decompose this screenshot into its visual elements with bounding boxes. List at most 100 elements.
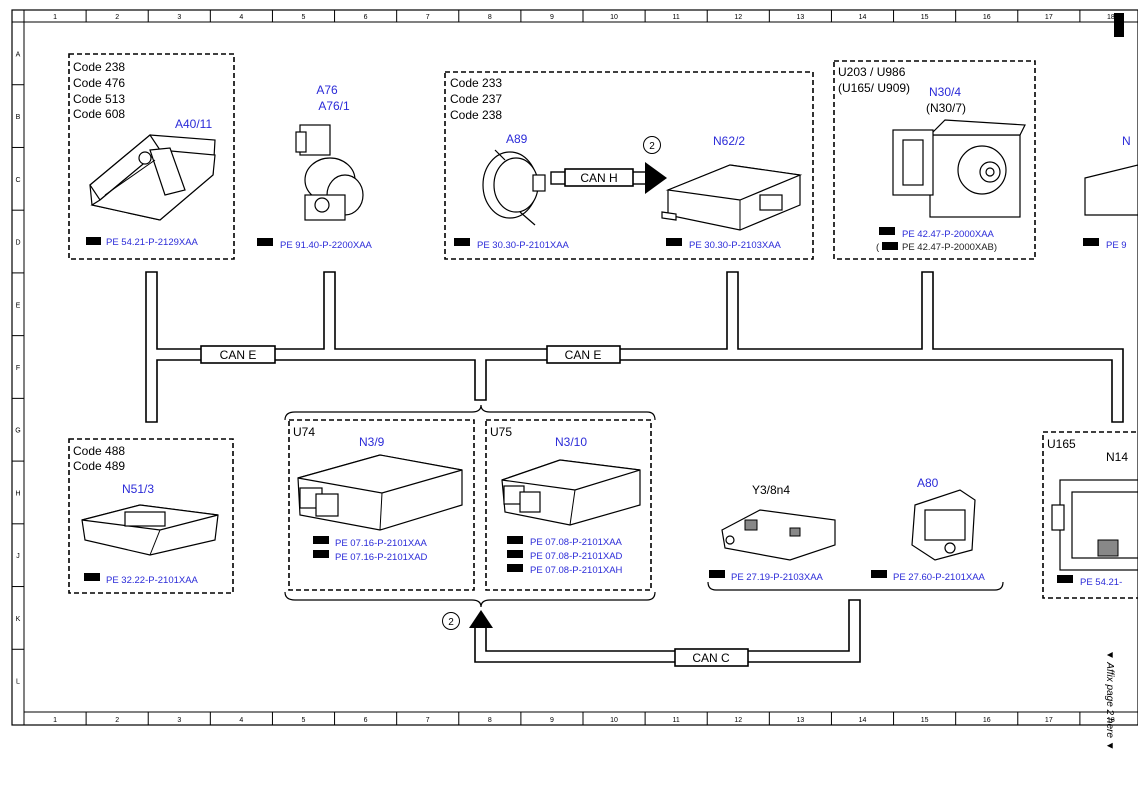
row-letter: J (16, 553, 20, 560)
pointing-hand-icon (86, 237, 101, 245)
column-grid (23, 10, 1081, 725)
n30-part-drawing (892, 119, 1026, 218)
column-number: 10 (610, 717, 618, 724)
row-letter: L (16, 679, 20, 686)
box-n51 (68, 438, 234, 594)
component-a89[interactable]: Code 233 Code 237 Code 238 A89 PE 30.30-… (450, 76, 570, 251)
reference-link[interactable]: PE 42.47-P-2000XAB) (902, 242, 997, 253)
column-number: 14 (859, 717, 867, 724)
component-id: A89 (506, 132, 528, 146)
component-a80[interactable]: A80 PE 27.60-P-2101XAA (871, 476, 986, 583)
reference-link[interactable]: PE 91.40-P-2200XAA (280, 240, 373, 251)
pointing-hand-icon (871, 570, 887, 578)
connector-marker-top (643, 136, 661, 154)
variant-label: U165 (1047, 437, 1076, 451)
can-h-label: CAN H (580, 171, 617, 185)
affix-note: ▼ Affix page 2 here ▼ (1104, 650, 1115, 751)
code-label: Code 513 (73, 92, 125, 106)
a40-part-drawing (89, 134, 216, 221)
reference-link[interactable]: PE 30.30-P-2103XAA (689, 240, 782, 251)
a80-part-drawing (911, 489, 976, 561)
column-number: 7 (426, 717, 430, 724)
code-label: Code 488 (73, 444, 125, 458)
row-letter: B (16, 114, 21, 121)
reference-link[interactable]: PE 07.08-P-2101XAD (530, 551, 623, 562)
box-n310 (485, 419, 652, 591)
reference-link[interactable]: PE 07.16-P-2101XAD (335, 552, 428, 563)
reference-link[interactable]: PE 9 (1106, 240, 1127, 251)
component-id: N62/2 (713, 134, 745, 148)
n14-part-drawing (1051, 479, 1138, 571)
column-number: 2 (115, 14, 119, 21)
column-number: 8 (488, 717, 492, 724)
column-number: 17 (1045, 717, 1053, 724)
column-number: 11 (673, 14, 680, 21)
pointing-hand-icon (313, 536, 329, 544)
connector-marker-bottom (442, 612, 460, 630)
component-n39[interactable]: U74 N3/9 PE 07.16-P-2101XAA PE 07.16-P-2… (293, 425, 463, 563)
row-letter: H (15, 490, 20, 497)
component-y3[interactable]: Y3/8n4 PE 27.19-P-2103XAA (709, 483, 836, 583)
component-id: N30/4 (929, 85, 961, 99)
pointing-hand-icon (507, 536, 523, 544)
reference-link[interactable]: PE 27.19-P-2103XAA (731, 572, 824, 583)
column-number: 10 (610, 14, 618, 21)
box-n30 (833, 60, 1036, 260)
reference-link[interactable]: PE 32.22-P-2101XAA (106, 575, 199, 586)
reference-link[interactable]: PE 07.08-P-2101XAH (530, 565, 623, 576)
reference-link[interactable]: PE 27.60-P-2101XAA (893, 572, 986, 583)
group-brace-y3-a80 (707, 581, 1004, 591)
component-id: A76/1 (318, 99, 350, 113)
can-c-label: CAN C (692, 651, 730, 665)
variant-label: U203 / U986 (838, 65, 906, 79)
component-right-top[interactable]: N PE 9 (1083, 134, 1138, 251)
component-n51[interactable]: Code 488 Code 489 N51/3 PE 32.22-P-2101X… (73, 444, 219, 586)
page-corner-mark (1114, 13, 1124, 37)
reference-link[interactable]: PE 30.30-P-2101XAA (477, 240, 570, 251)
component-n310[interactable]: U75 N3/10 PE 07.08-P-2101XAA PE 07.08-P-… (490, 425, 641, 576)
row-letter: A (16, 51, 21, 58)
row-letter: F (16, 365, 20, 372)
column-number: 13 (796, 717, 804, 724)
component-id: N51/3 (122, 482, 154, 496)
component-n30[interactable]: U203 / U986 (U165/ U909) N30/4 (N30/7) P… (838, 65, 1026, 253)
pointing-hand-icon (1057, 575, 1073, 583)
can-e-label-left-box (200, 345, 276, 364)
reference-link[interactable]: PE 07.08-P-2101XAA (530, 537, 623, 548)
can-e-bus (145, 271, 1124, 423)
column-number: 5 (302, 14, 306, 21)
reference-link[interactable]: PE 07.16-P-2101XAA (335, 538, 428, 549)
component-id: A80 (917, 476, 939, 490)
reference-link[interactable]: PE 54.21- (1080, 577, 1122, 588)
column-number: 12 (734, 717, 742, 724)
component-n62[interactable]: N62/2 PE 30.30-P-2103XAA (661, 134, 803, 251)
component-a40[interactable]: Code 238 Code 476 Code 513 Code 608 A40/… (73, 60, 216, 248)
column-number: 1 (53, 14, 57, 21)
reference-link[interactable]: PE 54.21-P-2129XAA (106, 237, 199, 248)
reference-link[interactable]: PE 42.47-P-2000XAA (902, 229, 995, 240)
column-number: 11 (673, 717, 680, 724)
column-number: 8 (488, 14, 492, 21)
group-brace-top (284, 404, 656, 421)
code-label: Code 608 (73, 107, 125, 121)
column-number: 5 (302, 717, 306, 724)
column-number: 18 (1107, 14, 1115, 21)
pointing-hand-icon (84, 573, 100, 581)
column-number: 1 (53, 717, 57, 724)
pointing-hand-icon (507, 550, 523, 558)
row-letter: G (15, 428, 20, 435)
component-id: N3/9 (359, 435, 385, 449)
pointing-hand-icon (507, 564, 523, 572)
column-number: 12 (734, 14, 742, 21)
row-letter: K (16, 616, 21, 623)
code-label: Code 476 (73, 76, 125, 90)
pointing-hand-icon (879, 227, 895, 235)
pointing-hand-icon (709, 570, 725, 578)
can-e-label-right: CAN E (565, 348, 602, 362)
component-a76[interactable]: A76 A76/1 PE 91.40-P-2200XAA (257, 83, 373, 251)
component-n14[interactable]: U165 N14 PE 54.21- (1047, 437, 1138, 588)
can-h-bus (550, 162, 667, 194)
